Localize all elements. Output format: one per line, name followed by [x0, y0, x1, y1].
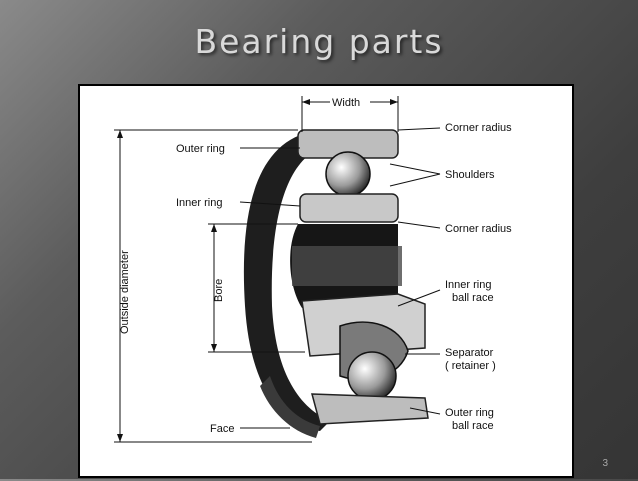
slide-title: Bearing parts — [194, 22, 444, 61]
label-face: Face — [210, 423, 234, 435]
label-outer-ring: Outer ring — [176, 143, 225, 155]
label-corner-radius-top: Corner radius — [445, 122, 512, 134]
outer-ring-shape — [243, 132, 330, 431]
bearing-diagram-frame: Width Corner radius Outer ring Shoulders… — [78, 84, 574, 478]
bearing-diagram: Width Corner radius Outer ring Shoulders… — [114, 96, 512, 443]
label-bore: Bore — [213, 279, 225, 302]
outer-ring-section-bottom — [311, 393, 429, 425]
label-shoulders: Shoulders — [445, 169, 495, 181]
ball-top — [325, 151, 371, 197]
face-shape — [260, 376, 320, 438]
label-corner-radius-mid: Corner radius — [445, 223, 512, 235]
label-width: Width — [332, 97, 360, 109]
label-separator-line1: Separator — [445, 347, 494, 359]
page-number: 3 — [602, 458, 608, 469]
label-inner-ring-ball-race-line2: ball race — [452, 292, 494, 304]
bearing-illustration — [243, 129, 429, 438]
ball-bottom — [347, 351, 397, 401]
label-outer-ring-ball-race-line2: ball race — [452, 420, 494, 432]
arrowheads — [117, 99, 398, 442]
inner-ring-band — [292, 246, 402, 286]
label-separator-line2: ( retainer ) — [445, 360, 496, 372]
label-outside-diameter: Outside diameter — [119, 250, 131, 334]
label-outer-ring-ball-race-line1: Outer ring — [445, 407, 494, 419]
label-inner-ring-ball-race-line1: Inner ring — [445, 279, 491, 291]
inner-ring-section-top — [299, 193, 399, 223]
label-inner-ring: Inner ring — [176, 197, 222, 209]
